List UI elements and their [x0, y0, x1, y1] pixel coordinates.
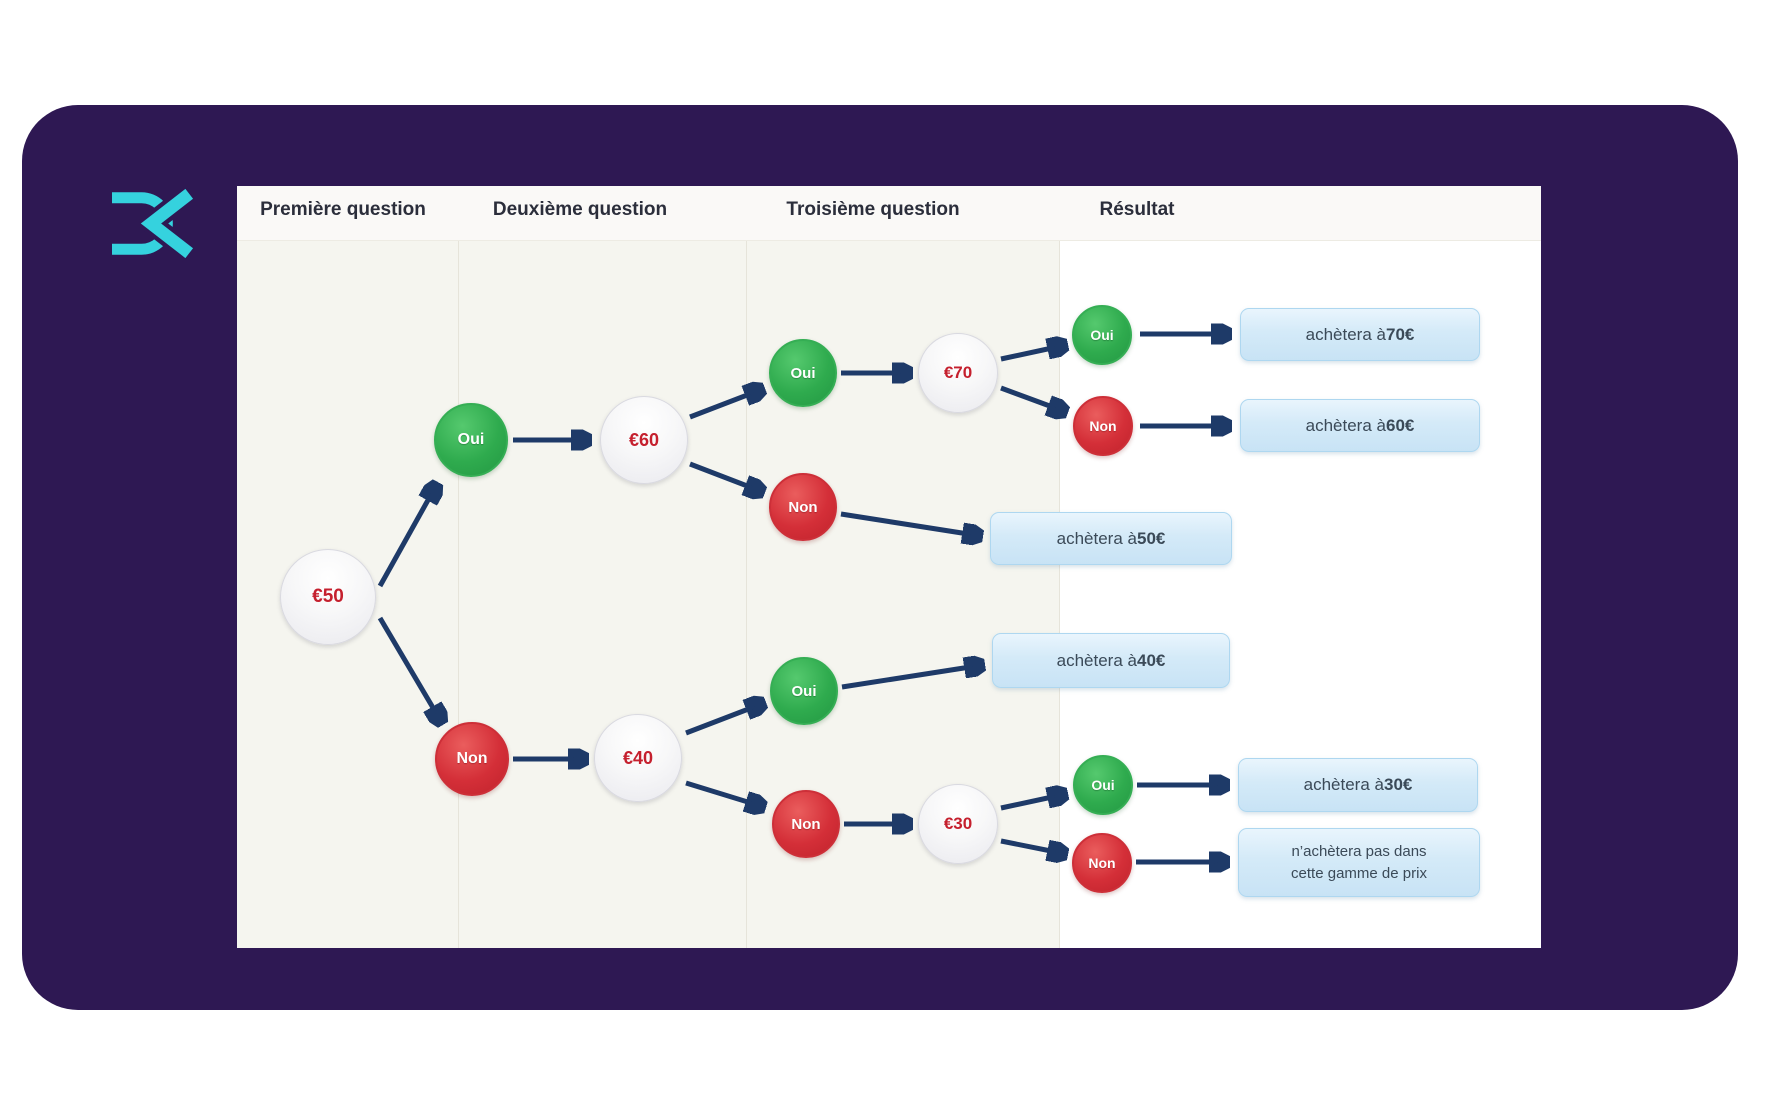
result-text: achètera à: [1305, 324, 1386, 344]
result-text: achètera à: [1305, 415, 1386, 435]
result-text: achètera à: [1303, 775, 1384, 794]
result-price: 30€: [1383, 775, 1413, 794]
column-header-premiere-question: Première question: [260, 199, 426, 220]
result-price: 50€: [1136, 528, 1166, 548]
result-box-30: achètera à 30€: [1238, 758, 1478, 812]
result-line2: cette gamme de prix: [1291, 864, 1427, 882]
result-text: achètera à: [1056, 528, 1137, 548]
node-oui-level2-top: Oui: [769, 339, 837, 407]
brand-x-icon: [112, 185, 196, 262]
node-question-40: €40: [594, 714, 682, 802]
result-box-none: n’achètera pas dans cette gamme de prix: [1238, 828, 1480, 897]
node-question-60: €60: [600, 396, 688, 484]
node-non-level2-top: Non: [769, 473, 837, 541]
node-non-level3-top: Non: [1073, 396, 1133, 456]
result-price: 40€: [1136, 650, 1166, 670]
node-non-level1: Non: [435, 722, 509, 796]
node-question-50: €50: [280, 549, 376, 645]
result-box-70: achètera à 70€: [1240, 308, 1480, 361]
node-non-level2-bottom: Non: [772, 790, 840, 858]
result-price: 70€: [1385, 324, 1415, 344]
column-header-troisieme-question: Troisième question: [786, 199, 960, 220]
node-question-70: €70: [918, 333, 998, 413]
node-oui-level2-bottom: Oui: [770, 657, 838, 725]
node-oui-level3-top: Oui: [1072, 305, 1132, 365]
node-oui-level3-bottom: Oui: [1073, 755, 1133, 815]
node-oui-level1: Oui: [434, 403, 508, 477]
node-question-30: €30: [918, 784, 998, 864]
result-box-50: achètera à 50€: [990, 512, 1232, 565]
result-line1: n’achètera pas dans: [1291, 842, 1427, 860]
result-price: 60€: [1385, 415, 1415, 435]
column-header-resultat: Résultat: [1099, 199, 1175, 220]
column-header-deuxieme-question: Deuxième question: [492, 199, 668, 220]
lane-deuxieme-question: [459, 241, 747, 948]
column-header-strip: [237, 186, 1541, 241]
result-box-60: achètera à 60€: [1240, 399, 1480, 452]
node-non-level3-bottom: Non: [1072, 833, 1132, 893]
result-text: achètera à: [1056, 650, 1137, 670]
result-box-40: achètera à 40€: [992, 633, 1230, 688]
